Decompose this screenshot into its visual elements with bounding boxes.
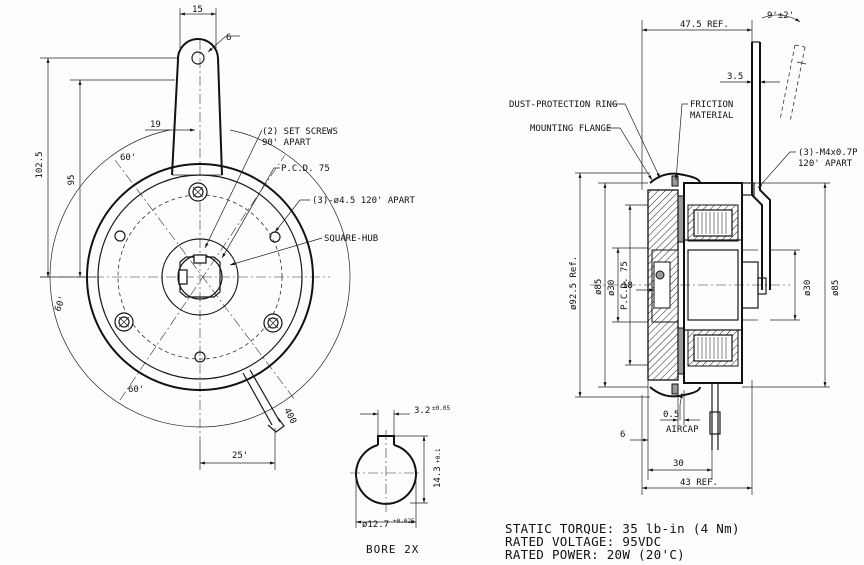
label-aircap: AIRCAP: [666, 425, 699, 435]
label-holes: (3)-ø4.5 120' APART: [312, 196, 416, 206]
label-set-screws: (2) SET SCREWS: [262, 127, 338, 137]
label-dust-ring: DUST-PROTECTION RING: [509, 100, 617, 110]
label-friction: FRICTION: [690, 100, 733, 110]
dim-0-5: 0.5: [663, 410, 679, 420]
screw-top: [188, 182, 208, 202]
dim-6: 6: [226, 33, 231, 43]
angle-25: 25': [232, 451, 248, 461]
label-square-hub: SQUARE-HUB: [324, 234, 378, 244]
dim-key-height-tol: +0.1: [435, 448, 442, 463]
note-static-torque: STATIC TORQUE: 35 lb-in (4 Nm): [505, 521, 740, 536]
label-thread: (3)-M4x0.7P: [798, 148, 858, 158]
dim-dia-85-right: ø85: [831, 280, 841, 296]
dim-43-ref: 43 REF.: [680, 478, 718, 488]
dim-dia-85-left: ø85: [594, 279, 604, 295]
dim-95: 95: [67, 175, 77, 186]
dim-dia-30-right: ø30: [803, 280, 813, 296]
angle-60-top: 60': [120, 153, 136, 163]
bore-title: BORE 2X: [366, 543, 419, 556]
dim-47-5-ref: 47.5 REF.: [680, 20, 729, 30]
label-mounting-flange: MOUNTING FLANGE: [530, 124, 611, 134]
dim-102-5: 102.5: [35, 151, 45, 178]
coil-bottom: [697, 337, 727, 359]
screw-right: [263, 313, 283, 333]
dim-bore-dia-tol: +0.025: [393, 518, 415, 525]
front-view: [40, 8, 351, 470]
dim-15: 15: [192, 5, 203, 15]
label-pcd: P.C.D. 75: [281, 164, 330, 174]
side-section-view: [575, 14, 830, 495]
screw-left: [114, 312, 134, 332]
dim-18: 18: [622, 281, 633, 291]
angle-60-bottom: 60': [128, 385, 144, 395]
label-set-screws-apart: 90' APART: [262, 138, 311, 148]
dim-pcd-75: P.C.D. 75: [620, 261, 630, 310]
note-rated-power: RATED POWER: 20W (20'C): [505, 547, 685, 562]
dim-dia-30-left: ø30: [607, 280, 617, 296]
dim-bore-dia: ø12.7: [362, 520, 389, 530]
dim-30: 30: [673, 459, 684, 469]
dim-key-width: 3.2: [414, 406, 430, 416]
dim-400: 400: [281, 407, 297, 426]
angle-60-left: 60': [53, 294, 68, 313]
dim-19: 19: [150, 120, 161, 130]
note-rated-voltage: RATED VOLTAGE: 95VDC: [505, 534, 662, 549]
bore-detail: [350, 410, 428, 528]
dim-key-height: 14.3: [433, 466, 443, 488]
dim-3-5: 3.5: [727, 72, 743, 82]
dim-dia-92-5: ø92.5 Ref.: [569, 256, 579, 310]
dim-6-side: 6: [620, 430, 625, 440]
label-thread-apart: 120' APART: [798, 159, 853, 169]
dim-key-width-tol: ±0.05: [432, 405, 450, 412]
angle-9-deg: 9'±2': [767, 11, 794, 21]
label-material: MATERIAL: [690, 111, 733, 121]
coil-top: [697, 212, 727, 234]
